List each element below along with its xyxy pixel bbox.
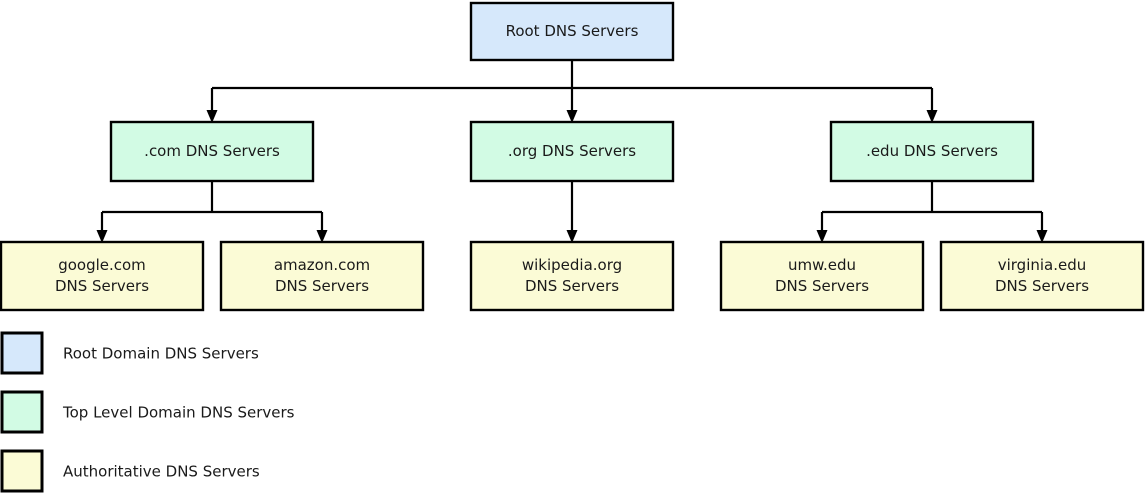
legend-swatch bbox=[0, 390, 44, 434]
edge-connector bbox=[210, 60, 934, 111]
arrow-head-icon bbox=[816, 230, 828, 243]
node-label-line: .edu DNS Servers bbox=[866, 142, 998, 160]
legend-label: Authoritative DNS Servers bbox=[63, 463, 260, 481]
node-label-line: Root DNS Servers bbox=[506, 22, 639, 40]
node-label-line: DNS Servers bbox=[55, 277, 149, 295]
legend-swatch bbox=[0, 331, 44, 375]
legend-root: Root Domain DNS Servers bbox=[0, 331, 259, 375]
node-box bbox=[719, 240, 925, 312]
node-label-line: virginia.edu bbox=[998, 256, 1087, 274]
legend-tld: Top Level Domain DNS Servers bbox=[0, 390, 295, 434]
node-root[interactable]: Root DNS Servers bbox=[469, 1, 675, 62]
node-box bbox=[109, 120, 315, 183]
arrow-head-icon bbox=[926, 110, 938, 123]
node-label-line: DNS Servers bbox=[995, 277, 1089, 295]
node-label-line: DNS Servers bbox=[775, 277, 869, 295]
arrow-head-icon bbox=[1036, 230, 1048, 243]
arrow-head-icon bbox=[566, 110, 578, 123]
arrow-head-icon bbox=[96, 230, 108, 243]
node-box bbox=[469, 120, 675, 183]
arrow-head-icon bbox=[566, 230, 578, 243]
node-box bbox=[0, 240, 205, 312]
node-edu[interactable]: .edu DNS Servers bbox=[829, 120, 1035, 183]
node-label-line: DNS Servers bbox=[525, 277, 619, 295]
node-label-line: .com DNS Servers bbox=[144, 142, 280, 160]
node-box bbox=[219, 240, 425, 312]
node-label-line: google.com bbox=[58, 256, 146, 274]
node-label-line: .org DNS Servers bbox=[508, 142, 636, 160]
node-box bbox=[469, 240, 675, 312]
node-box bbox=[469, 1, 675, 62]
node-label-line: DNS Servers bbox=[275, 277, 369, 295]
node-label-line: umw.edu bbox=[788, 256, 856, 274]
node-layer: Root DNS Servers .com DNS Servers .org DNS… bbox=[0, 1, 1145, 312]
arrow-head-icon bbox=[206, 110, 218, 123]
arrow-head-icon bbox=[316, 230, 328, 243]
node-label-line: amazon.com bbox=[274, 256, 370, 274]
legend-swatch bbox=[0, 449, 44, 493]
legend-label: Root Domain DNS Servers bbox=[63, 345, 259, 363]
edge-connector bbox=[820, 181, 1044, 231]
node-org[interactable]: .org DNS Servers bbox=[469, 120, 675, 183]
node-box bbox=[939, 240, 1145, 312]
node-box bbox=[829, 120, 1035, 183]
edge-connector bbox=[100, 181, 324, 231]
legend-label: Top Level Domain DNS Servers bbox=[62, 404, 295, 422]
connector-layer bbox=[96, 60, 1048, 243]
node-com[interactable]: .com DNS Servers bbox=[109, 120, 315, 183]
node-label-line: wikipedia.org bbox=[522, 256, 622, 274]
legend-authoritative: Authoritative DNS Servers bbox=[0, 449, 260, 493]
